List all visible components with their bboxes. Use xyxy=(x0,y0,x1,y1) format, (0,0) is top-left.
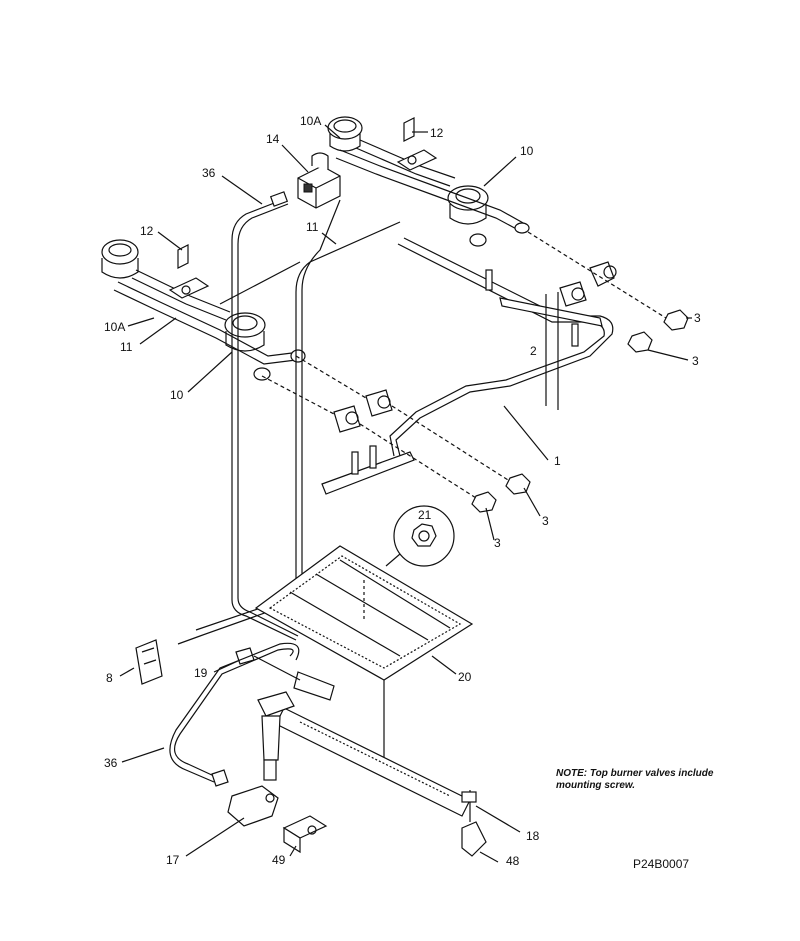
callout-18: 18 xyxy=(526,829,540,843)
main-manifold-pipe xyxy=(321,237,614,495)
callout-20: 20 xyxy=(458,670,472,684)
callout-49: 49 xyxy=(272,853,286,867)
callout-21: 21 xyxy=(418,508,432,522)
callout-10A-top: 10A xyxy=(300,114,322,128)
callout-14: 14 xyxy=(266,132,280,146)
callout-36-top: 36 xyxy=(202,166,216,180)
callout-10A-left: 10A xyxy=(104,320,126,334)
callout-19: 19 xyxy=(194,666,208,680)
valve-mounting-note: NOTE: Top burner valves include mounting… xyxy=(556,768,714,791)
oven-burner-tube xyxy=(257,671,471,817)
ignition-module xyxy=(135,639,163,685)
callout-11-top: 11 xyxy=(306,220,319,234)
callout-10-left: 10 xyxy=(170,388,184,402)
callout-3-right-upper: 3 xyxy=(694,311,701,325)
nut-detail-circle xyxy=(385,505,455,567)
igniter-and-oven-gas-line xyxy=(169,642,301,787)
diagram-reference-code: P24B0007 xyxy=(633,857,690,871)
callout-11-left: 11 xyxy=(120,340,133,354)
oven-safety-valve xyxy=(227,785,279,827)
callout-2: 2 xyxy=(530,344,537,358)
oven-burner-baffle xyxy=(254,545,474,760)
callout-12-left: 12 xyxy=(140,224,154,238)
front-burner-assembly xyxy=(101,239,306,381)
callout-1: 1 xyxy=(554,454,561,468)
callout-36-bottom: 36 xyxy=(104,756,118,770)
callout-8: 8 xyxy=(106,671,113,685)
callout-12-top: 12 xyxy=(430,126,444,140)
callout-10-top: 10 xyxy=(520,144,534,158)
callout-leaders xyxy=(119,124,692,863)
callout-48: 48 xyxy=(506,854,520,868)
bracket-48 xyxy=(461,790,487,857)
rear-burner-assembly xyxy=(327,116,530,247)
bracket-49 xyxy=(282,815,328,854)
callout-3-center-left: 3 xyxy=(494,536,501,550)
callout-3-center-right: 3 xyxy=(542,514,549,528)
callout-17: 17 xyxy=(166,853,180,867)
pressure-regulator xyxy=(297,152,341,209)
callout-3-right-lower: 3 xyxy=(692,354,699,368)
burner-valves xyxy=(261,231,689,513)
